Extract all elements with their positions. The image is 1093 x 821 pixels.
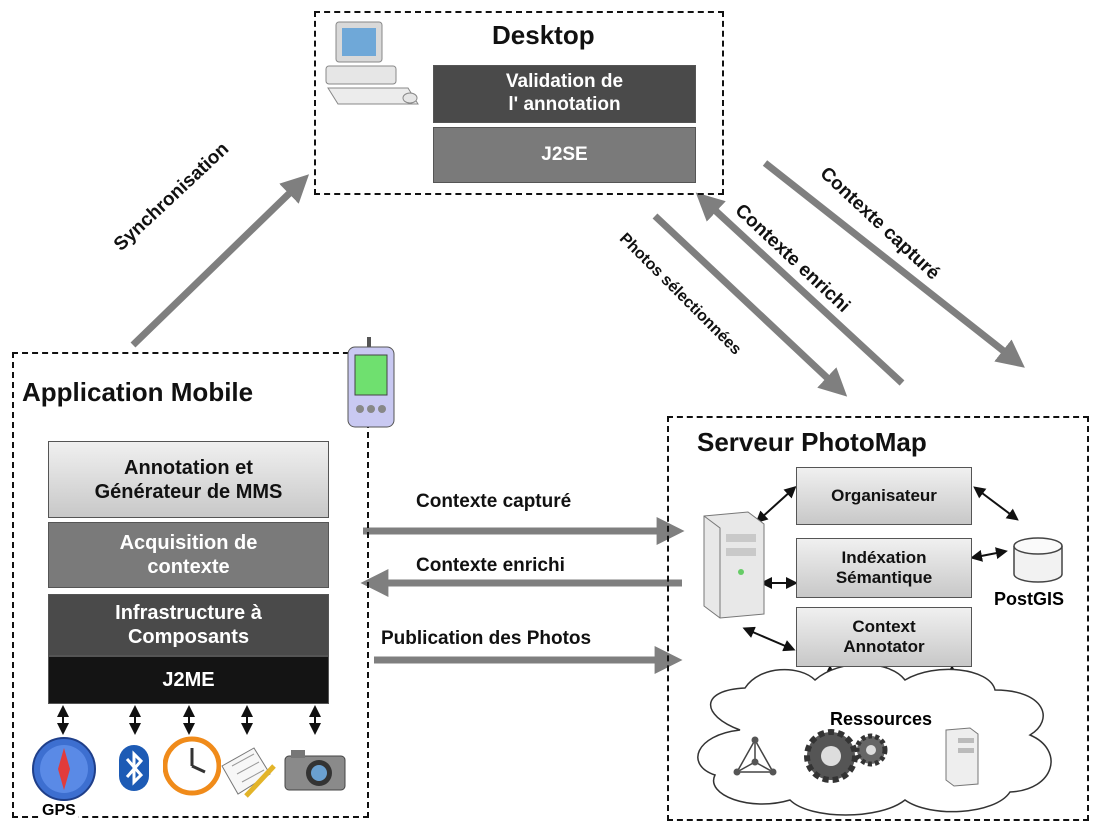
network-graph-icon [733, 736, 777, 783]
j2me-box: J2ME [48, 656, 329, 704]
server-container [667, 416, 1089, 821]
contexte-capture-label: Contexte capturé [416, 491, 572, 512]
synchronisation-arrow [130, 174, 310, 348]
mobile-container [12, 352, 369, 818]
acquisition-contexte-box: Acquisition de contexte [48, 522, 329, 588]
server-title: Serveur PhotoMap [697, 427, 927, 457]
contexte-enrichi-label: Contexte enrichi [416, 555, 565, 576]
desktop-title: Desktop [492, 20, 595, 50]
bluetooth-icon [118, 744, 152, 797]
mobile-phone-icon [346, 337, 396, 434]
indexation-semantique-box: Indéxation Sémantique [796, 538, 972, 598]
context-annotator-box: Context Annotator [796, 607, 972, 667]
mobile-title: Application Mobile [22, 377, 254, 407]
contexte-enrichi-diag-arrow [695, 192, 905, 386]
infrastructure-box: Infrastructure à Composants [48, 594, 329, 656]
camera-icon [283, 746, 347, 797]
compass-icon [30, 736, 98, 807]
organisateur-box: Organisateur [796, 467, 972, 525]
gps-label: GPS [40, 802, 78, 820]
clock-icon [162, 736, 222, 801]
j2se-box: J2SE [433, 127, 696, 183]
postgis-label: PostGIS [994, 589, 1065, 609]
validation-annotation-box: Validation de l' annotation [433, 65, 696, 123]
resource-server-icon [940, 726, 980, 793]
contexte-capture-diag-arrow [762, 160, 1025, 368]
ressources-label: Ressources [830, 709, 933, 729]
gears-icon [803, 726, 889, 791]
notepad-icon [218, 744, 276, 805]
publication-label: Publication des Photos [381, 628, 592, 649]
desktop-computer-icon [318, 18, 423, 118]
annotation-mms-box: Annotation et Générateur de MMS [48, 441, 329, 518]
database-icon [1012, 536, 1064, 589]
photos-selectionnees-arrow [652, 213, 848, 397]
desktop-container [314, 11, 724, 195]
server-tower-icon [690, 510, 768, 625]
